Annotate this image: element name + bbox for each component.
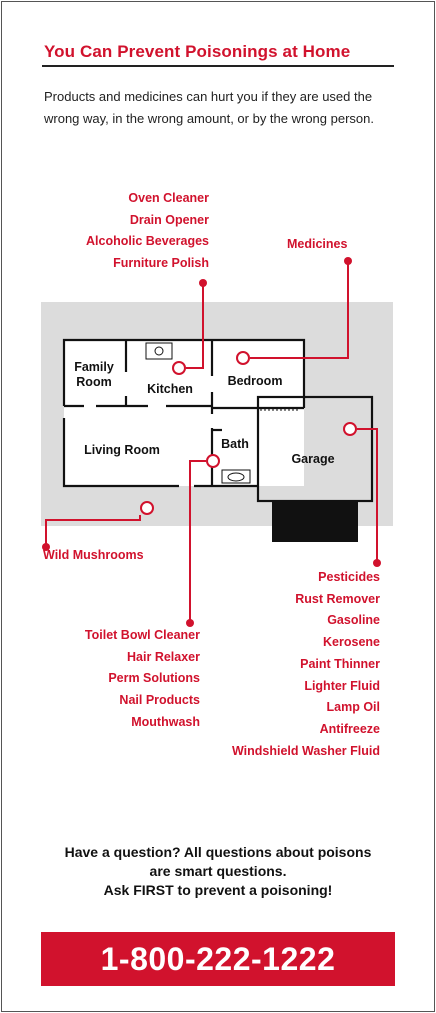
- bath-label: Bath: [221, 437, 249, 451]
- living-room-label: Living Room: [84, 443, 160, 457]
- garage-door: [272, 502, 358, 542]
- bedroom-callout-line: [250, 262, 349, 359]
- kitchen-callout-line: [186, 284, 204, 369]
- bedroom-marker: [236, 351, 250, 365]
- bedroom-dot: [344, 257, 352, 265]
- list-item: Drain Opener: [129, 212, 209, 227]
- garage-items-list: Pesticides Rust Remover Gasoline Kerosen…: [232, 567, 380, 762]
- list-item: Windshield Washer Fluid: [231, 743, 380, 758]
- list-item: Perm Solutions: [108, 671, 200, 686]
- list-item: Wild Mushrooms: [43, 548, 144, 562]
- list-item: Hair Relaxer: [127, 649, 200, 664]
- list-item: Antifreeze: [319, 721, 380, 736]
- list-item: Rust Remover: [295, 591, 380, 606]
- question-message: Have a question? All questions about poi…: [0, 843, 436, 900]
- intro-paragraph: Products and medicines can hurt you if t…: [44, 89, 374, 126]
- list-item: Toilet Bowl Cleaner: [84, 628, 200, 642]
- bedroom-label: Bedroom: [228, 374, 283, 388]
- yard-dot: [42, 543, 50, 551]
- family-room-label-line2: Room: [76, 375, 111, 389]
- garage-dot: [373, 559, 381, 567]
- yard-marker: [140, 501, 154, 515]
- kitchen-dot: [199, 279, 207, 287]
- kitchen-marker: [172, 361, 186, 375]
- bath-dot: [186, 619, 194, 627]
- list-item: Lamp Oil: [326, 700, 380, 715]
- question-line-2: are smart questions.: [149, 863, 287, 879]
- yard-items-list: Wild Mushrooms: [43, 545, 144, 567]
- bath-items-list: Toilet Bowl Cleaner Hair Relaxer Perm So…: [85, 625, 200, 734]
- list-item: Furniture Polish: [113, 256, 209, 271]
- question-line-1: Have a question? All questions about poi…: [64, 844, 372, 860]
- bedroom-items-list: Medicines: [287, 234, 347, 256]
- house-walls: [62, 338, 374, 503]
- list-item: Lighter Fluid: [304, 678, 380, 693]
- list-item: Gasoline: [327, 613, 380, 628]
- page-title: You Can Prevent Poisonings at Home: [44, 42, 351, 61]
- list-item: Medicines: [287, 237, 348, 251]
- family-room-label-line1: Family: [74, 360, 114, 374]
- title-underline: [42, 65, 394, 67]
- bath-marker: [206, 454, 220, 468]
- garage-marker: [343, 422, 357, 436]
- question-line-3: Ask FIRST to prevent a poisoning!: [103, 882, 333, 898]
- list-item: Paint Thinner: [300, 656, 380, 671]
- garage-label: Garage: [291, 452, 334, 466]
- list-item: Alcoholic Beverages: [86, 234, 209, 249]
- garage-callout-line: [357, 428, 378, 562]
- list-item: Pesticides: [318, 570, 380, 584]
- fixtures: [145, 342, 300, 484]
- list-item: Mouthwash: [131, 714, 200, 729]
- list-item: Oven Cleaner: [128, 191, 209, 205]
- kitchen-items-list: Oven Cleaner Drain Opener Alcoholic Beve…: [86, 188, 209, 275]
- bath-callout-line: [189, 460, 206, 622]
- yard-callout-line: [45, 515, 141, 546]
- list-item: Kerosene: [323, 635, 380, 650]
- kitchen-label: Kitchen: [147, 382, 193, 396]
- poison-help-phone-number[interactable]: 1-800-222-1222: [41, 932, 395, 986]
- list-item: Nail Products: [119, 693, 200, 708]
